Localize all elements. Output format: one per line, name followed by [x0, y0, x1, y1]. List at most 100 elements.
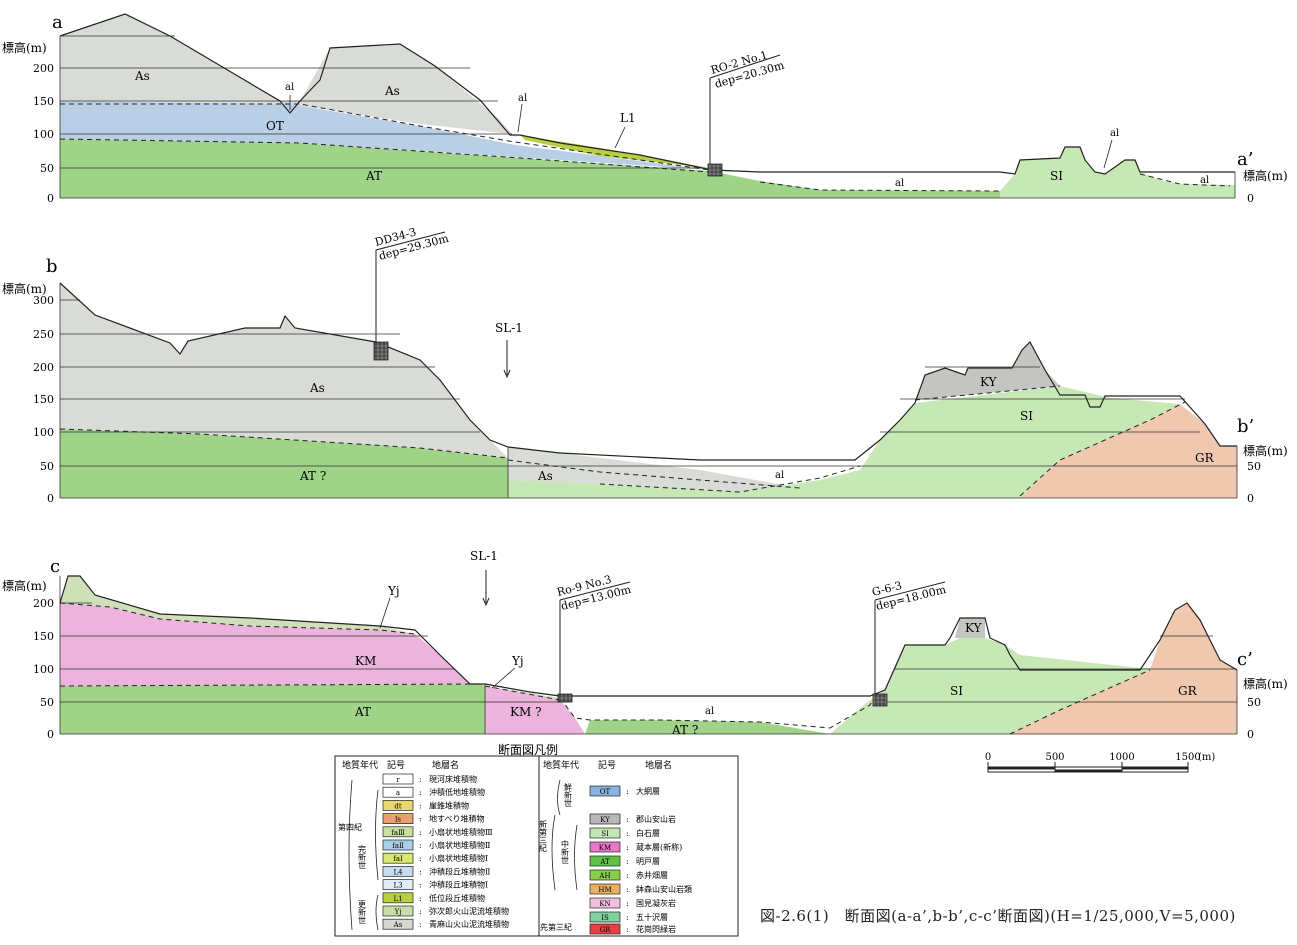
legend-header-age-right: 地質年代 [543, 759, 579, 771]
legend-quaternary-swatch-3 [382, 813, 414, 824]
legend-neogene-symbol-1: KY [600, 816, 610, 824]
legend-neogene-colon-2: : [626, 829, 629, 838]
legend-neogene-swatch-7 [589, 897, 621, 909]
axis-unit-b-right: 標高(m) [1243, 443, 1288, 458]
legend-quaternary-swatch-4 [382, 826, 414, 838]
section-c-end-letter: c’ [1237, 649, 1253, 670]
legend-neogene-swatch-1 [589, 813, 621, 825]
legend-neogene-colon-3: : [626, 843, 629, 852]
label-a-at: AT [365, 169, 382, 183]
label-b-al: al [775, 470, 784, 481]
legend-quaternary-name-5: 小扇状地堆積物Ⅱ [429, 840, 490, 850]
legend-quaternary-symbol-0: r [396, 776, 400, 784]
label-c-at2: AT ? [671, 723, 698, 737]
scale-unit: (m) [1198, 752, 1215, 763]
legend-neogene-colon-1: : [626, 815, 629, 824]
legend-neogene-name-2: 白石層 [636, 828, 660, 838]
tick-b-200: 200 [33, 361, 54, 374]
legend-quaternary-name-1: 沖積低地堆積物 [429, 787, 485, 797]
label-c-yj1: Yj [387, 584, 400, 598]
section-c: Ro-9 No.3 dep=13.00m G-6-3 dep=18.00m SL… [2, 549, 1288, 741]
legend-quaternary-symbol-1: a [396, 789, 400, 797]
legend-neogene-name-5: 赤井畑層 [636, 870, 668, 880]
layer-at-b2 [508, 386, 1180, 498]
axis-unit-c-right: 標高(m) [1243, 676, 1288, 691]
label-a-al5: al [1200, 175, 1209, 186]
label-c-si: SI [950, 684, 963, 698]
legend-neogene-colon-9: : [626, 925, 629, 934]
legend-quaternary-swatch-0 [382, 773, 414, 785]
section-a-end-letter: a’ [1237, 149, 1253, 170]
label-a-ot: OT [266, 119, 284, 133]
legend-neogene-swatch-3 [589, 841, 621, 853]
sl1-marker-b: SL-1 [495, 321, 523, 379]
legend-quaternary-swatch-2 [382, 800, 414, 811]
legend-neogene-symbol-7: KN [599, 900, 610, 908]
tick-c-200: 200 [33, 597, 54, 610]
legend-neogene-swatch-9 [589, 923, 621, 935]
legend-neogene-colon-0: : [626, 787, 629, 796]
label-a-l1: L1 [620, 111, 636, 125]
legend-quaternary-symbol-10: Yj [394, 908, 402, 916]
legend-neogene-name-9: 花崗閃緑岩 [636, 924, 676, 934]
layer-gr-b [1020, 404, 1237, 498]
legend-neogene-swatch-2 [589, 827, 621, 839]
label-c-km: KM [355, 654, 376, 668]
label-a-as2: As [384, 84, 400, 98]
legend-holocene: 完新世 [358, 844, 367, 869]
legend-quaternary-colon-0: : [419, 775, 422, 784]
legend-quaternary-name-11: 青麻山火山泥流堆積物 [429, 919, 509, 929]
tick-a-150: 150 [33, 95, 54, 108]
legend-quaternary-symbol-5: faⅡ [392, 842, 404, 850]
boring-ro2: RO-2 No.1 dep=20.30m [707, 48, 786, 177]
section-a-letter: a [52, 12, 63, 33]
label-b-as2: As [537, 469, 553, 483]
legend-quaternary-swatch-11 [382, 918, 414, 930]
legend-miocene: 中新世 [561, 839, 570, 864]
label-c-al: al [705, 706, 714, 717]
tick-b-150: 150 [33, 393, 54, 406]
layer-yj-c [60, 576, 415, 634]
tick-a-50: 50 [40, 162, 54, 175]
scale-500: 500 [1045, 752, 1064, 763]
label-c-km2: KM ? [510, 705, 542, 719]
legend-neogene-name-8: 五十沢層 [636, 912, 668, 922]
legend-quaternary-colon-10: : [419, 907, 422, 916]
label-b-sl1: SL-1 [495, 321, 523, 335]
layer-as-b2 [508, 447, 800, 492]
figure-caption: 図-2.6(1) 断面図(a-a’,b-b’,c-c’断面図)(H=1/25,0… [760, 907, 1236, 925]
tick-b-300: 300 [33, 294, 54, 307]
legend-quaternary-name-6: 小扇状地堆積物Ⅰ [429, 853, 488, 863]
legend-neogene-name-3: 蔵本層(新称) [636, 842, 682, 852]
legend-quaternary-colon-8: : [419, 881, 422, 890]
layer-ky-b [915, 342, 1060, 400]
label-c-gr: GR [1178, 684, 1198, 698]
legend-quaternary-symbol-4: faⅢ [391, 829, 405, 837]
tick-a-200: 200 [33, 62, 54, 75]
label-a-as1: As [134, 69, 150, 83]
legend-neogene-name-0: 大網層 [636, 786, 660, 796]
legend-neogene-symbol-4: AT [599, 858, 610, 866]
section-c-letter: c [50, 556, 60, 577]
legend-neogene-swatch-5 [589, 869, 621, 881]
legend-neogene-swatch-0 [589, 785, 621, 797]
legend-quaternary-swatch-5 [382, 839, 414, 851]
layer-ot-a [60, 101, 710, 170]
legend-quaternary-symbol-6: faⅠ [393, 855, 403, 863]
legend-quaternary-swatch-7 [382, 866, 414, 877]
legend-neogene-symbol-3: KM [599, 844, 611, 852]
legend-neogene-name-4: 明戸層 [636, 857, 660, 866]
legend-neogene-swatch-8 [589, 911, 621, 923]
legend-neogene-swatch-4 [589, 855, 621, 867]
legend-quaternary-swatch-8 [382, 879, 414, 890]
layer-si-c [830, 638, 1160, 734]
legend-quaternary-symbol-2: dt [394, 802, 401, 810]
layer-at-c [60, 684, 485, 734]
section-b-letter: b [46, 256, 58, 277]
legend-quaternary-name-4: 小扇状地堆積物Ⅲ [429, 827, 493, 837]
layer-km-c2 [485, 686, 585, 734]
legend-quaternary-name-9: 低位段丘堆積物 [429, 893, 485, 903]
label-b-ky: KY [980, 375, 998, 389]
scale-0: 0 [985, 752, 991, 763]
legend-pleistocene: 更新世 [358, 900, 367, 924]
